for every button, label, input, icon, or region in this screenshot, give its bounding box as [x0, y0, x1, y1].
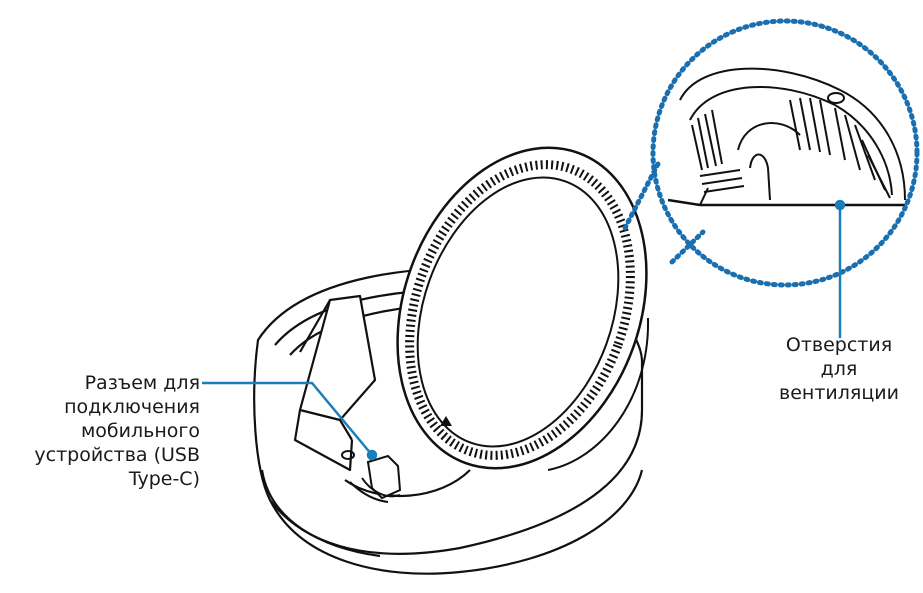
usb-connector — [341, 450, 402, 503]
zoom-guide-line — [622, 157, 663, 231]
connector-label-line: Разъем для — [84, 372, 200, 394]
callout-lines — [202, 199, 846, 461]
vents-zoom-inset — [622, 18, 920, 288]
connector-label: Разъем для подключения мобильного устрой… — [34, 371, 200, 491]
connector-callout-line — [202, 381, 373, 456]
vents-label-line: Отверстия — [785, 334, 893, 356]
vents-label-line: вентиляции — [779, 382, 899, 404]
connector-label-line: мобильного — [80, 420, 200, 442]
connector-label-line: подключения — [64, 396, 200, 418]
charging-disc — [396, 146, 650, 471]
right-vent-slots — [789, 92, 891, 199]
connector-label-line: устройства (USB — [34, 444, 200, 466]
connector-callout-dot — [366, 449, 378, 461]
vents-label-line: для — [820, 358, 858, 380]
connector-label-line: Type-C) — [128, 468, 200, 490]
left-vent-slots — [691, 109, 745, 193]
vents-label: Отверстия для вентиляции — [764, 333, 914, 405]
alignment-arrow-icon — [440, 416, 452, 426]
vents-callout-dot — [834, 199, 846, 211]
zoom-guide-line — [669, 229, 706, 265]
